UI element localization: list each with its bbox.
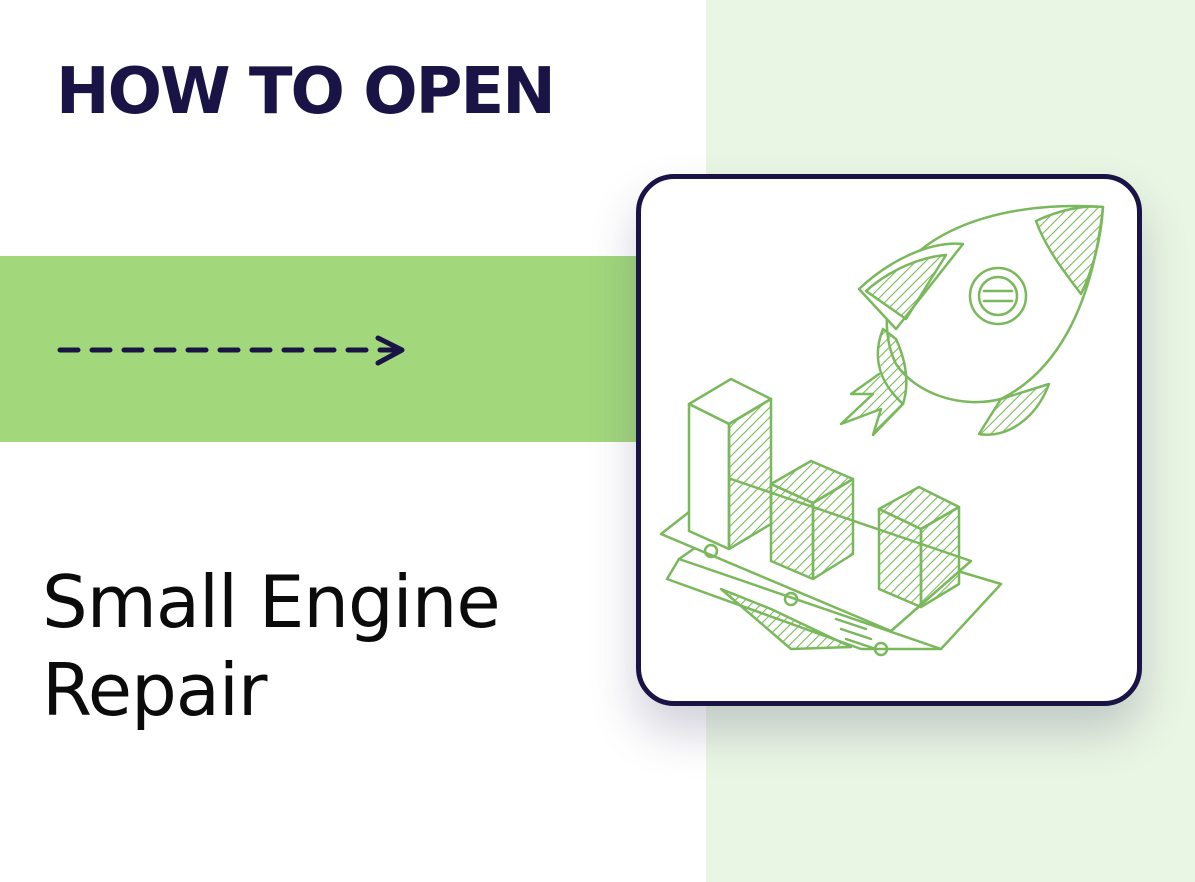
bar-tall: [687, 377, 773, 551]
rocket: [839, 204, 1105, 437]
rocket-growth-illustration: [659, 204, 1105, 657]
illustration-card: [636, 174, 1142, 706]
headline: HOW TO OPEN: [56, 55, 556, 129]
page-title: Small Engine Repair: [42, 558, 501, 734]
title-line-2: Repair: [42, 648, 268, 732]
title-line-1: Small Engine: [42, 560, 501, 644]
bar-medium: [769, 459, 855, 581]
bar-short: [877, 485, 961, 609]
dashed-arrow-right-icon: [57, 335, 405, 366]
